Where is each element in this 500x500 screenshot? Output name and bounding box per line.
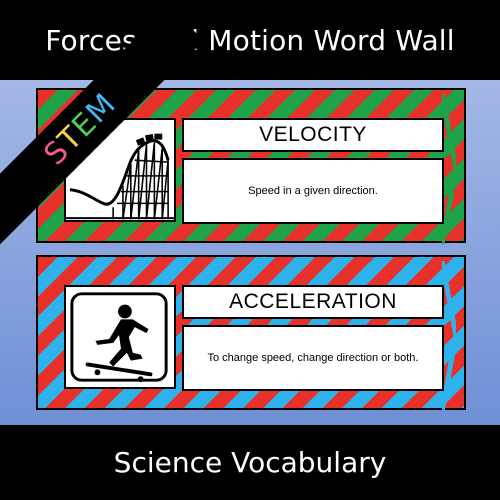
vocab-word-box: VELOCITY	[182, 118, 444, 152]
footer-banner: Science Vocabulary	[0, 425, 500, 500]
vocab-word: ACCELERATION	[229, 290, 397, 313]
roller-coaster-icon	[66, 133, 174, 220]
title-banner: Forces and Motion Word Wall	[0, 0, 500, 80]
definition-box: To change speed, change direction or bot…	[182, 325, 444, 391]
chevron-stripes-icon	[442, 261, 456, 411]
footer-subtitle: Science Vocabulary	[113, 446, 387, 479]
chevron-stripes-icon	[442, 94, 456, 244]
page-title: Forces and Motion Word Wall	[45, 23, 455, 57]
picture-frame	[64, 285, 176, 389]
skateboarder-icon	[70, 292, 168, 383]
vocab-word: VELOCITY	[259, 123, 367, 146]
vocab-definition: Speed in a given direction.	[248, 185, 378, 197]
definition-box: Speed in a given direction.	[182, 158, 444, 224]
vocab-word-box: ACCELERATION	[182, 285, 444, 319]
vocab-definition: To change speed, change direction or bot…	[207, 352, 419, 364]
word-card-acceleration: ACCELERATION To change speed, change dir…	[36, 255, 466, 411]
